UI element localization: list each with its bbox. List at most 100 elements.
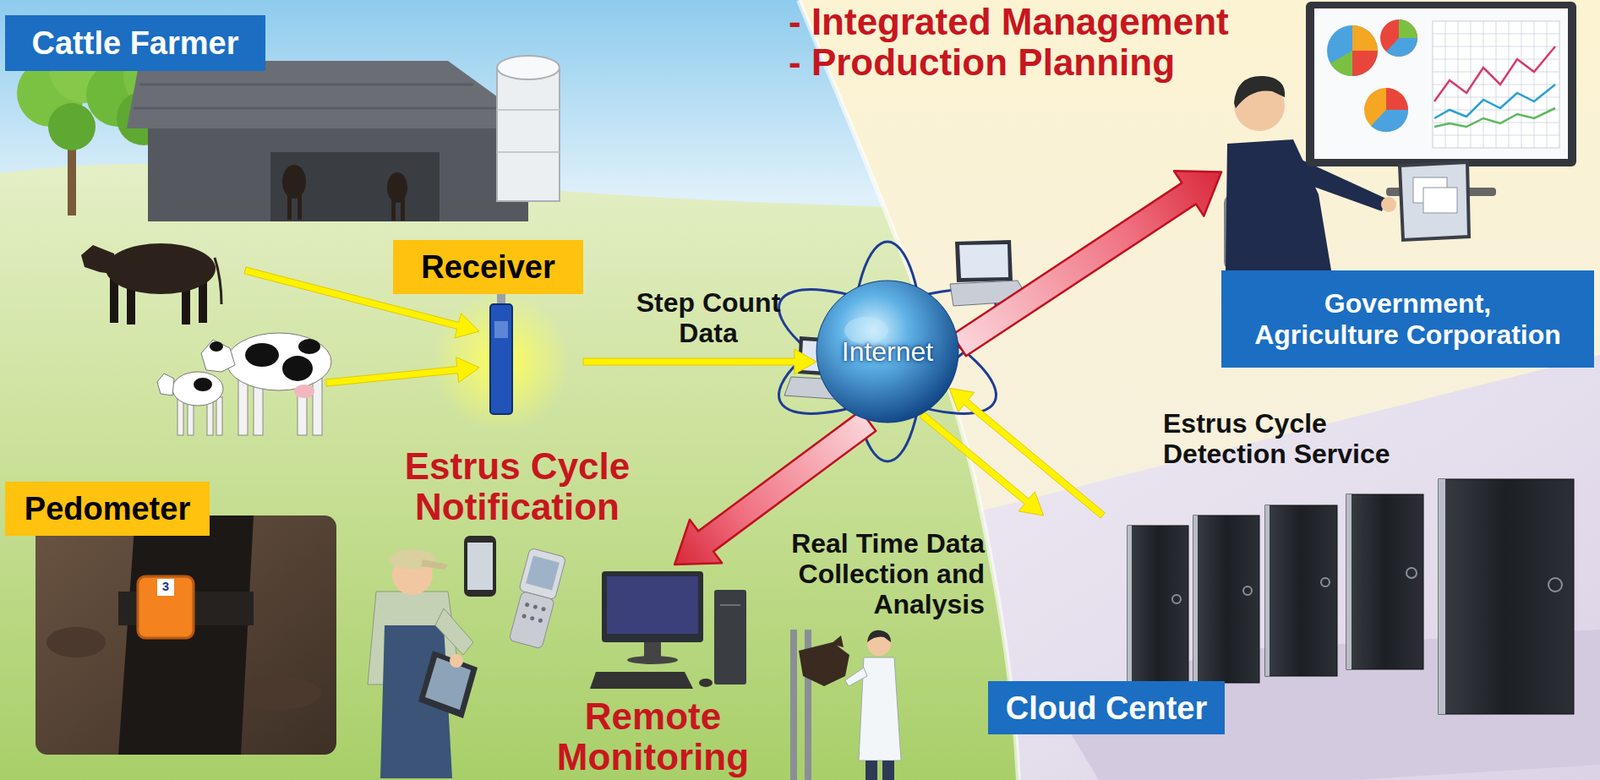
holstein-cow-figure (282, 355, 313, 382)
label-holder: Step Count Data (623, 287, 793, 349)
server-rack (1438, 479, 1446, 715)
monitor-chart (1434, 84, 1556, 119)
silo-illustration (496, 109, 560, 111)
barn-illustration (147, 128, 529, 222)
server-rack (1321, 578, 1330, 587)
server-rack (1406, 567, 1417, 579)
monitor-chart (1386, 87, 1409, 110)
silo-illustration (496, 67, 560, 202)
pedometer-photo (35, 515, 337, 755)
mobile-phone (532, 604, 538, 610)
box-label: Government, Agriculture Corporation (1221, 270, 1595, 368)
farmer-figure (367, 549, 478, 779)
monitor-chart (1434, 108, 1556, 127)
server-rack (1438, 479, 1574, 715)
receiver-device (431, 292, 571, 432)
farmer-figure (418, 650, 478, 719)
calf-figure (216, 397, 223, 436)
tag-box: Pedometer (5, 481, 210, 536)
server-rack (1127, 525, 1132, 689)
notification-label: Estrus Cycle Notification (390, 446, 645, 528)
farmer-figure (449, 654, 464, 668)
edge-label: Estrus Cycle Detection Service (1163, 408, 1417, 470)
background-ground (0, 0, 1099, 780)
vet-figure (790, 629, 902, 780)
edge-label: Step Count Data (623, 287, 793, 349)
tree-group (48, 103, 96, 151)
tag-label: Pedometer (5, 481, 210, 536)
barn-illustration (139, 83, 474, 87)
label-holder: Estrus Cycle Notification (390, 446, 645, 528)
server-rack (1193, 515, 1260, 683)
cow-figure (105, 243, 216, 295)
calf-figure (193, 377, 213, 392)
holstein-cow-figure (201, 339, 235, 372)
label-holder: 3 (157, 578, 175, 596)
mobile-phone (525, 555, 560, 590)
background-ground (0, 0, 1099, 780)
barn-illustration (297, 194, 302, 220)
mobile-phone (524, 602, 530, 608)
barn-illustration (126, 60, 541, 222)
tag-label: Receiver (393, 240, 584, 295)
server-rack (1265, 505, 1338, 677)
data-arrow (919, 411, 1044, 516)
vet-figure (882, 760, 895, 780)
heading-label: Remote Monitoring (549, 696, 757, 778)
globe-sphere (816, 280, 959, 423)
farmer-figure (435, 608, 474, 656)
server-rack (1193, 515, 1198, 683)
monitor-chart (1434, 46, 1556, 102)
heading-note: - Integrated Management (788, 1, 1313, 43)
box-label: Cattle Farmer (5, 15, 266, 71)
server-rack (1127, 479, 1574, 715)
cloud-center-group: Cloud Center (988, 515, 1580, 740)
vet-figure (865, 760, 878, 780)
silo-illustration (496, 151, 560, 153)
vet-figure (830, 635, 844, 648)
calf-figure (172, 371, 224, 406)
monitor-chart (1364, 87, 1409, 132)
monitor-chart (1398, 19, 1418, 39)
pedometer-photo (46, 627, 106, 658)
holstein-cow-figure (245, 343, 279, 367)
office-worker (1381, 196, 1397, 213)
box-label: Cloud Center (988, 681, 1225, 735)
label-holder: Estrus Cycle Detection Service (1163, 408, 1417, 470)
pedometer-photo (157, 578, 175, 596)
pc-illustration (606, 576, 699, 634)
label-holder: - Production Planning (788, 42, 1313, 83)
server-rack (1243, 586, 1252, 596)
monitor-chart (1386, 38, 1418, 57)
receiver-device (490, 304, 513, 415)
monitor-chart (1330, 50, 1353, 77)
barn-illustration (287, 194, 292, 220)
background-ground (0, 163, 1099, 780)
server-rack (1346, 494, 1424, 670)
silo-illustration (496, 55, 560, 80)
monitor-chart (1352, 25, 1378, 51)
pc-illustration (601, 571, 704, 643)
label-holder: - Integrated Management (788, 1, 1313, 43)
device-number: 3 (157, 578, 175, 596)
holstein-cow-figure (294, 384, 315, 399)
barn-illustration (133, 107, 508, 110)
mobile-phone (508, 590, 555, 649)
pedometer-photo (35, 515, 337, 755)
mobile-phone (464, 535, 567, 650)
pedometer-photo (236, 676, 322, 710)
cow-figure (214, 257, 222, 305)
laptop-icon (955, 240, 1013, 283)
mobile-phone (464, 535, 497, 597)
pc-illustration (589, 671, 694, 689)
cow-figure (109, 278, 119, 323)
calf-figure (157, 371, 224, 436)
network-globe: Internet (815, 279, 960, 424)
pedometer-photo (118, 515, 254, 755)
label-holder: Real Time Data Collection and Analysis (764, 528, 985, 620)
farmer-figure (420, 559, 448, 570)
server-rack (1346, 494, 1352, 670)
